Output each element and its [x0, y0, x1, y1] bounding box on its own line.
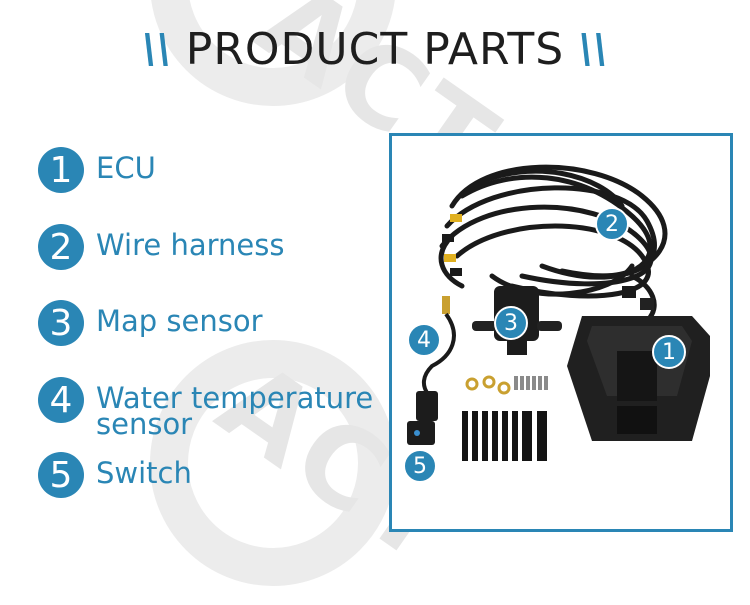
part-number-badge: 5 [38, 452, 84, 498]
part-label: Map sensor [96, 304, 263, 338]
heat-shrink-tubes-image [462, 411, 547, 461]
photo-marker-switch: 5 [403, 449, 437, 483]
photo-marker-water-temperature-sensor: 4 [407, 323, 441, 357]
part-label: Water temperature sensor [96, 381, 374, 441]
part-item-water-temperature-sensor: 4 Water temperature sensor [38, 377, 396, 441]
product-photo-frame: 1 2 3 4 5 [389, 133, 733, 532]
part-number-badge: 1 [38, 147, 84, 193]
ring-terminals-image [465, 375, 511, 395]
crimp-connectors-image [514, 376, 548, 390]
photo-marker-ecu: 1 [652, 335, 686, 369]
ecu-image [567, 316, 710, 441]
title-slash-left: \\ [142, 26, 172, 73]
switch-image [407, 421, 435, 445]
part-label: Wire harness [96, 228, 285, 262]
photo-marker-wire-harness: 2 [595, 207, 629, 241]
part-item-ecu: 1 ECU [38, 147, 396, 193]
part-label: ECU [96, 151, 156, 185]
part-item-map-sensor: 3 Map sensor [38, 300, 396, 346]
product-photo [407, 164, 710, 461]
title-slash-right: \\ [578, 26, 608, 73]
part-item-wire-harness: 2 Wire harness [38, 224, 396, 270]
wire-harness-image [438, 164, 668, 324]
part-number-badge: 3 [38, 300, 84, 346]
page-title: \\ PRODUCT PARTS \\ [0, 24, 750, 75]
title-text: PRODUCT PARTS [185, 24, 565, 75]
photo-marker-map-sensor: 3 [494, 306, 528, 340]
part-item-switch: 5 Switch [38, 452, 396, 498]
part-number-badge: 2 [38, 224, 84, 270]
part-number-badge: 4 [38, 377, 84, 423]
water-temperature-sensor-image [416, 296, 456, 421]
part-label: Switch [96, 456, 192, 490]
harness-connectors [442, 214, 654, 310]
